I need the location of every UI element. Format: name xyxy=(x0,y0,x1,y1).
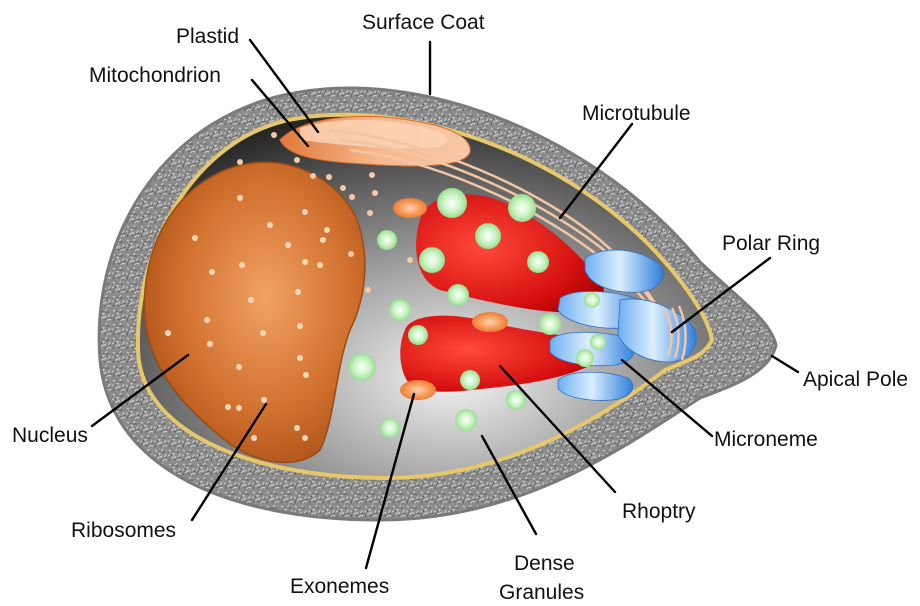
label-nucleus: Nucleus xyxy=(12,424,88,447)
label-mitochondrion: Mitochondrion xyxy=(89,64,221,87)
label-surface-coat: Surface Coat xyxy=(362,11,485,34)
label-microneme: Microneme xyxy=(714,428,818,451)
label-dense-granules-line1: Dense xyxy=(514,552,575,575)
label-ribosomes: Ribosomes xyxy=(71,519,176,542)
label-exonemes: Exonemes xyxy=(290,575,389,598)
label-dense-granules-line2: Granules xyxy=(499,581,584,604)
leader-apical-pole xyxy=(772,356,798,372)
label-apical-pole: Apical Pole xyxy=(803,368,908,391)
label-microtubule: Microtubule xyxy=(582,102,691,125)
label-rhoptry: Rhoptry xyxy=(622,500,696,523)
label-polar-ring: Polar Ring xyxy=(722,232,820,255)
label-plastid: Plastid xyxy=(176,25,239,48)
